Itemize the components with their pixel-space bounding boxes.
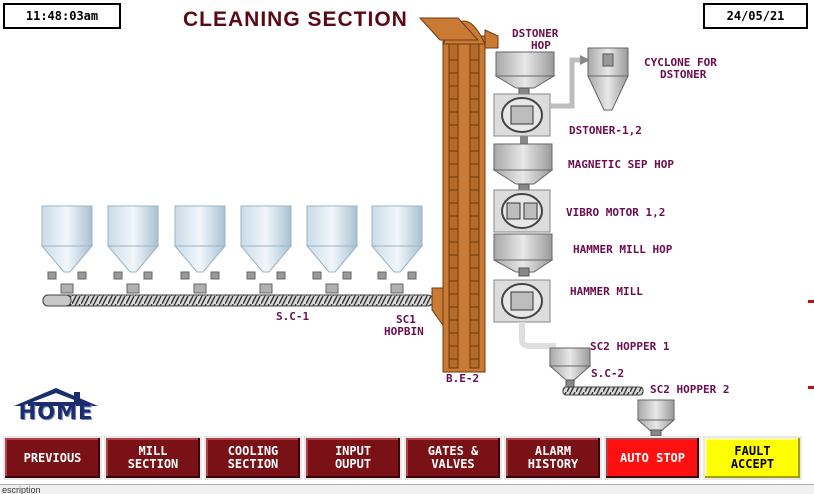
silo-hopper-4[interactable] <box>239 205 293 294</box>
alarm-history-button[interactable]: ALARM HISTORY <box>504 436 602 480</box>
status-bar: escription <box>0 484 814 494</box>
input-output-button[interactable]: INPUT OUPUT <box>304 436 402 480</box>
silo-hopper-1[interactable] <box>40 205 94 294</box>
magnetic-separator-hopper[interactable] <box>492 136 554 191</box>
screw-conveyor-2[interactable] <box>562 386 644 396</box>
label-magnetic-sep-hop: MAGNETIC SEP HOP <box>568 158 674 171</box>
label-hammer-mill-hop: HAMMER MILL HOP <box>573 243 673 256</box>
fault-accept-button[interactable]: FAULT ACCEPT <box>703 436 802 480</box>
hammer-mill-hopper[interactable] <box>493 233 554 277</box>
label-sc2-hopper-2: SC2 HOPPER 2 <box>650 383 730 396</box>
label-be2: B.E-2 <box>446 372 480 385</box>
label-sc2: S.C-2 <box>591 367 625 380</box>
label-dstoner-hop-line2: HOP <box>531 39 551 52</box>
mill-section-button[interactable]: MILL SECTION <box>104 436 202 480</box>
label-dstoner-hop-line1: DSTONER <box>512 27 559 40</box>
cooling-section-button[interactable]: COOLING SECTION <box>204 436 302 480</box>
label-dstoner: DSTONER-1,2 <box>569 124 642 137</box>
label-vibro-motor: VIBRO MOTOR 1,2 <box>566 206 666 219</box>
vibro-machine[interactable] <box>493 189 551 233</box>
date-display: 24/05/21 <box>703 3 808 29</box>
silo-hopper-5[interactable] <box>305 205 359 294</box>
bucket-elevator[interactable] <box>418 17 499 373</box>
screw-conveyor-1[interactable] <box>42 294 434 307</box>
label-sc2-hopper-1: SC2 HOPPER 1 <box>590 340 670 353</box>
label-sc1-hopbin-line1: SC1 <box>396 313 416 326</box>
time-display: 11:48:03am <box>3 3 121 29</box>
sc2-hopper-1[interactable] <box>548 347 592 389</box>
cyclone[interactable] <box>587 47 629 111</box>
silo-hopper-3[interactable] <box>173 205 227 294</box>
mill-section-label: MILL SECTION <box>127 444 179 471</box>
auto-stop-label: AUTO STOP <box>619 450 686 465</box>
auto-stop-button[interactable]: AUTO STOP <box>604 436 701 480</box>
home-label: HOME <box>18 400 94 424</box>
label-cyclone-line1: CYCLONE FOR <box>644 56 717 69</box>
previous-button[interactable]: PREVIOUS <box>3 436 102 480</box>
gates-valves-button[interactable]: GATES & VALVES <box>404 436 502 480</box>
gates-valves-label: GATES & VALVES <box>427 444 479 471</box>
cooling-section-label: COOLING SECTION <box>227 444 279 471</box>
label-sc1: S.C-1 <box>276 310 310 323</box>
hammer-mill[interactable] <box>493 279 556 349</box>
fault-accept-label: FAULT ACCEPT <box>730 444 775 471</box>
silo-hopper-2[interactable] <box>106 205 160 294</box>
label-sc1-hopbin-line2: HOPBIN <box>384 325 424 338</box>
sc2-hopper-2[interactable] <box>636 399 676 437</box>
previous-label: PREVIOUS <box>23 450 82 465</box>
home-button[interactable]: HOME <box>12 386 100 426</box>
destoner-hopper[interactable] <box>494 51 556 95</box>
alarm-history-label: ALARM HISTORY <box>527 444 579 471</box>
silo-hopper-6[interactable] <box>370 205 424 294</box>
page-title: CLEANING SECTION <box>183 8 408 31</box>
input-output-label: INPUT OUPUT <box>334 444 372 471</box>
house-icon <box>14 388 98 406</box>
label-cyclone-line2: DSTONER <box>660 68 707 81</box>
label-hammer-mill: HAMMER MILL <box>570 285 643 298</box>
